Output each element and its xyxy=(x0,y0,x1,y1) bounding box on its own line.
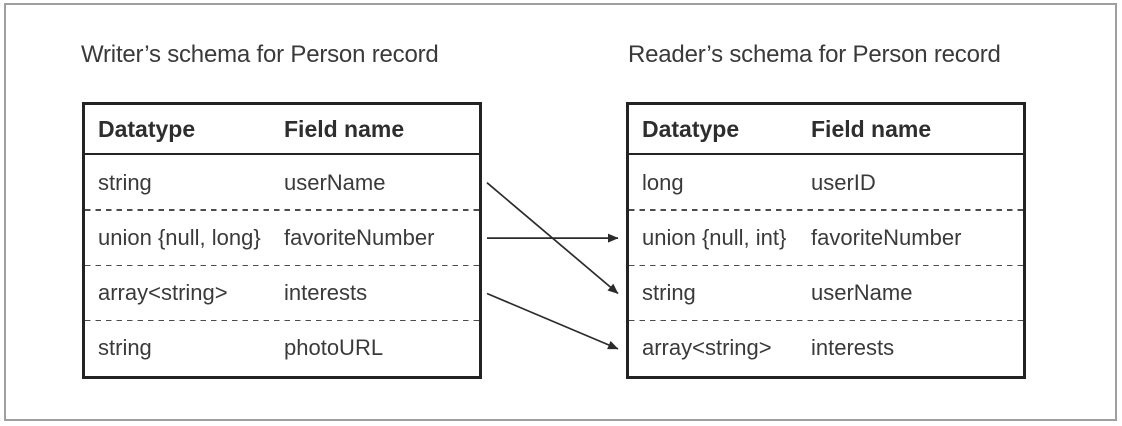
cell-datatype: string xyxy=(98,335,152,361)
table-row: array<string> interests xyxy=(85,264,479,321)
table-row: string userName xyxy=(85,155,479,210)
writer-schema-table: Datatype Field name string userName unio… xyxy=(82,102,482,379)
header-datatype: Datatype xyxy=(642,115,740,142)
cell-datatype: array<string> xyxy=(642,335,772,361)
cell-datatype: string xyxy=(642,280,696,306)
table-row: union {null, long} favoriteNumber xyxy=(85,209,479,265)
cell-field-name: userName xyxy=(284,169,386,195)
cell-field-name: userName xyxy=(811,280,913,306)
mapping-arrow-userName xyxy=(486,182,619,295)
cell-field-name: favoriteNumber xyxy=(284,224,435,250)
cell-field-name: userID xyxy=(811,169,876,195)
cell-field-name: interests xyxy=(811,335,895,361)
cell-datatype: union {null, int} xyxy=(642,224,787,250)
cell-datatype: union {null, long} xyxy=(98,224,261,250)
table-row: union {null, int} favoriteNumber xyxy=(629,209,1023,265)
mapping-arrow-interests xyxy=(486,292,619,350)
table-row: long userID xyxy=(629,155,1023,210)
table-row: string photoURL xyxy=(85,319,479,376)
writer-table-header-row: Datatype Field name xyxy=(85,105,479,155)
figure-frame: Writer’s schema for Person record Reader… xyxy=(4,3,1117,421)
cell-datatype: string xyxy=(98,169,152,195)
reader-schema-table: Datatype Field name long userID union {n… xyxy=(626,102,1026,379)
table-row: string userName xyxy=(629,264,1023,321)
reader-schema-title: Reader’s schema for Person record xyxy=(628,41,1001,68)
cell-field-name: favoriteNumber xyxy=(811,224,962,250)
reader-table-header-row: Datatype Field name xyxy=(629,105,1023,155)
writer-schema-title: Writer’s schema for Person record xyxy=(81,41,439,68)
cell-datatype: long xyxy=(642,169,684,195)
cell-datatype: array<string> xyxy=(98,280,228,306)
header-field-name: Field name xyxy=(284,115,405,142)
cell-field-name: photoURL xyxy=(284,335,384,361)
header-field-name: Field name xyxy=(811,115,932,142)
table-row: array<string> interests xyxy=(629,319,1023,376)
cell-field-name: interests xyxy=(284,280,368,306)
header-datatype: Datatype xyxy=(98,115,196,142)
